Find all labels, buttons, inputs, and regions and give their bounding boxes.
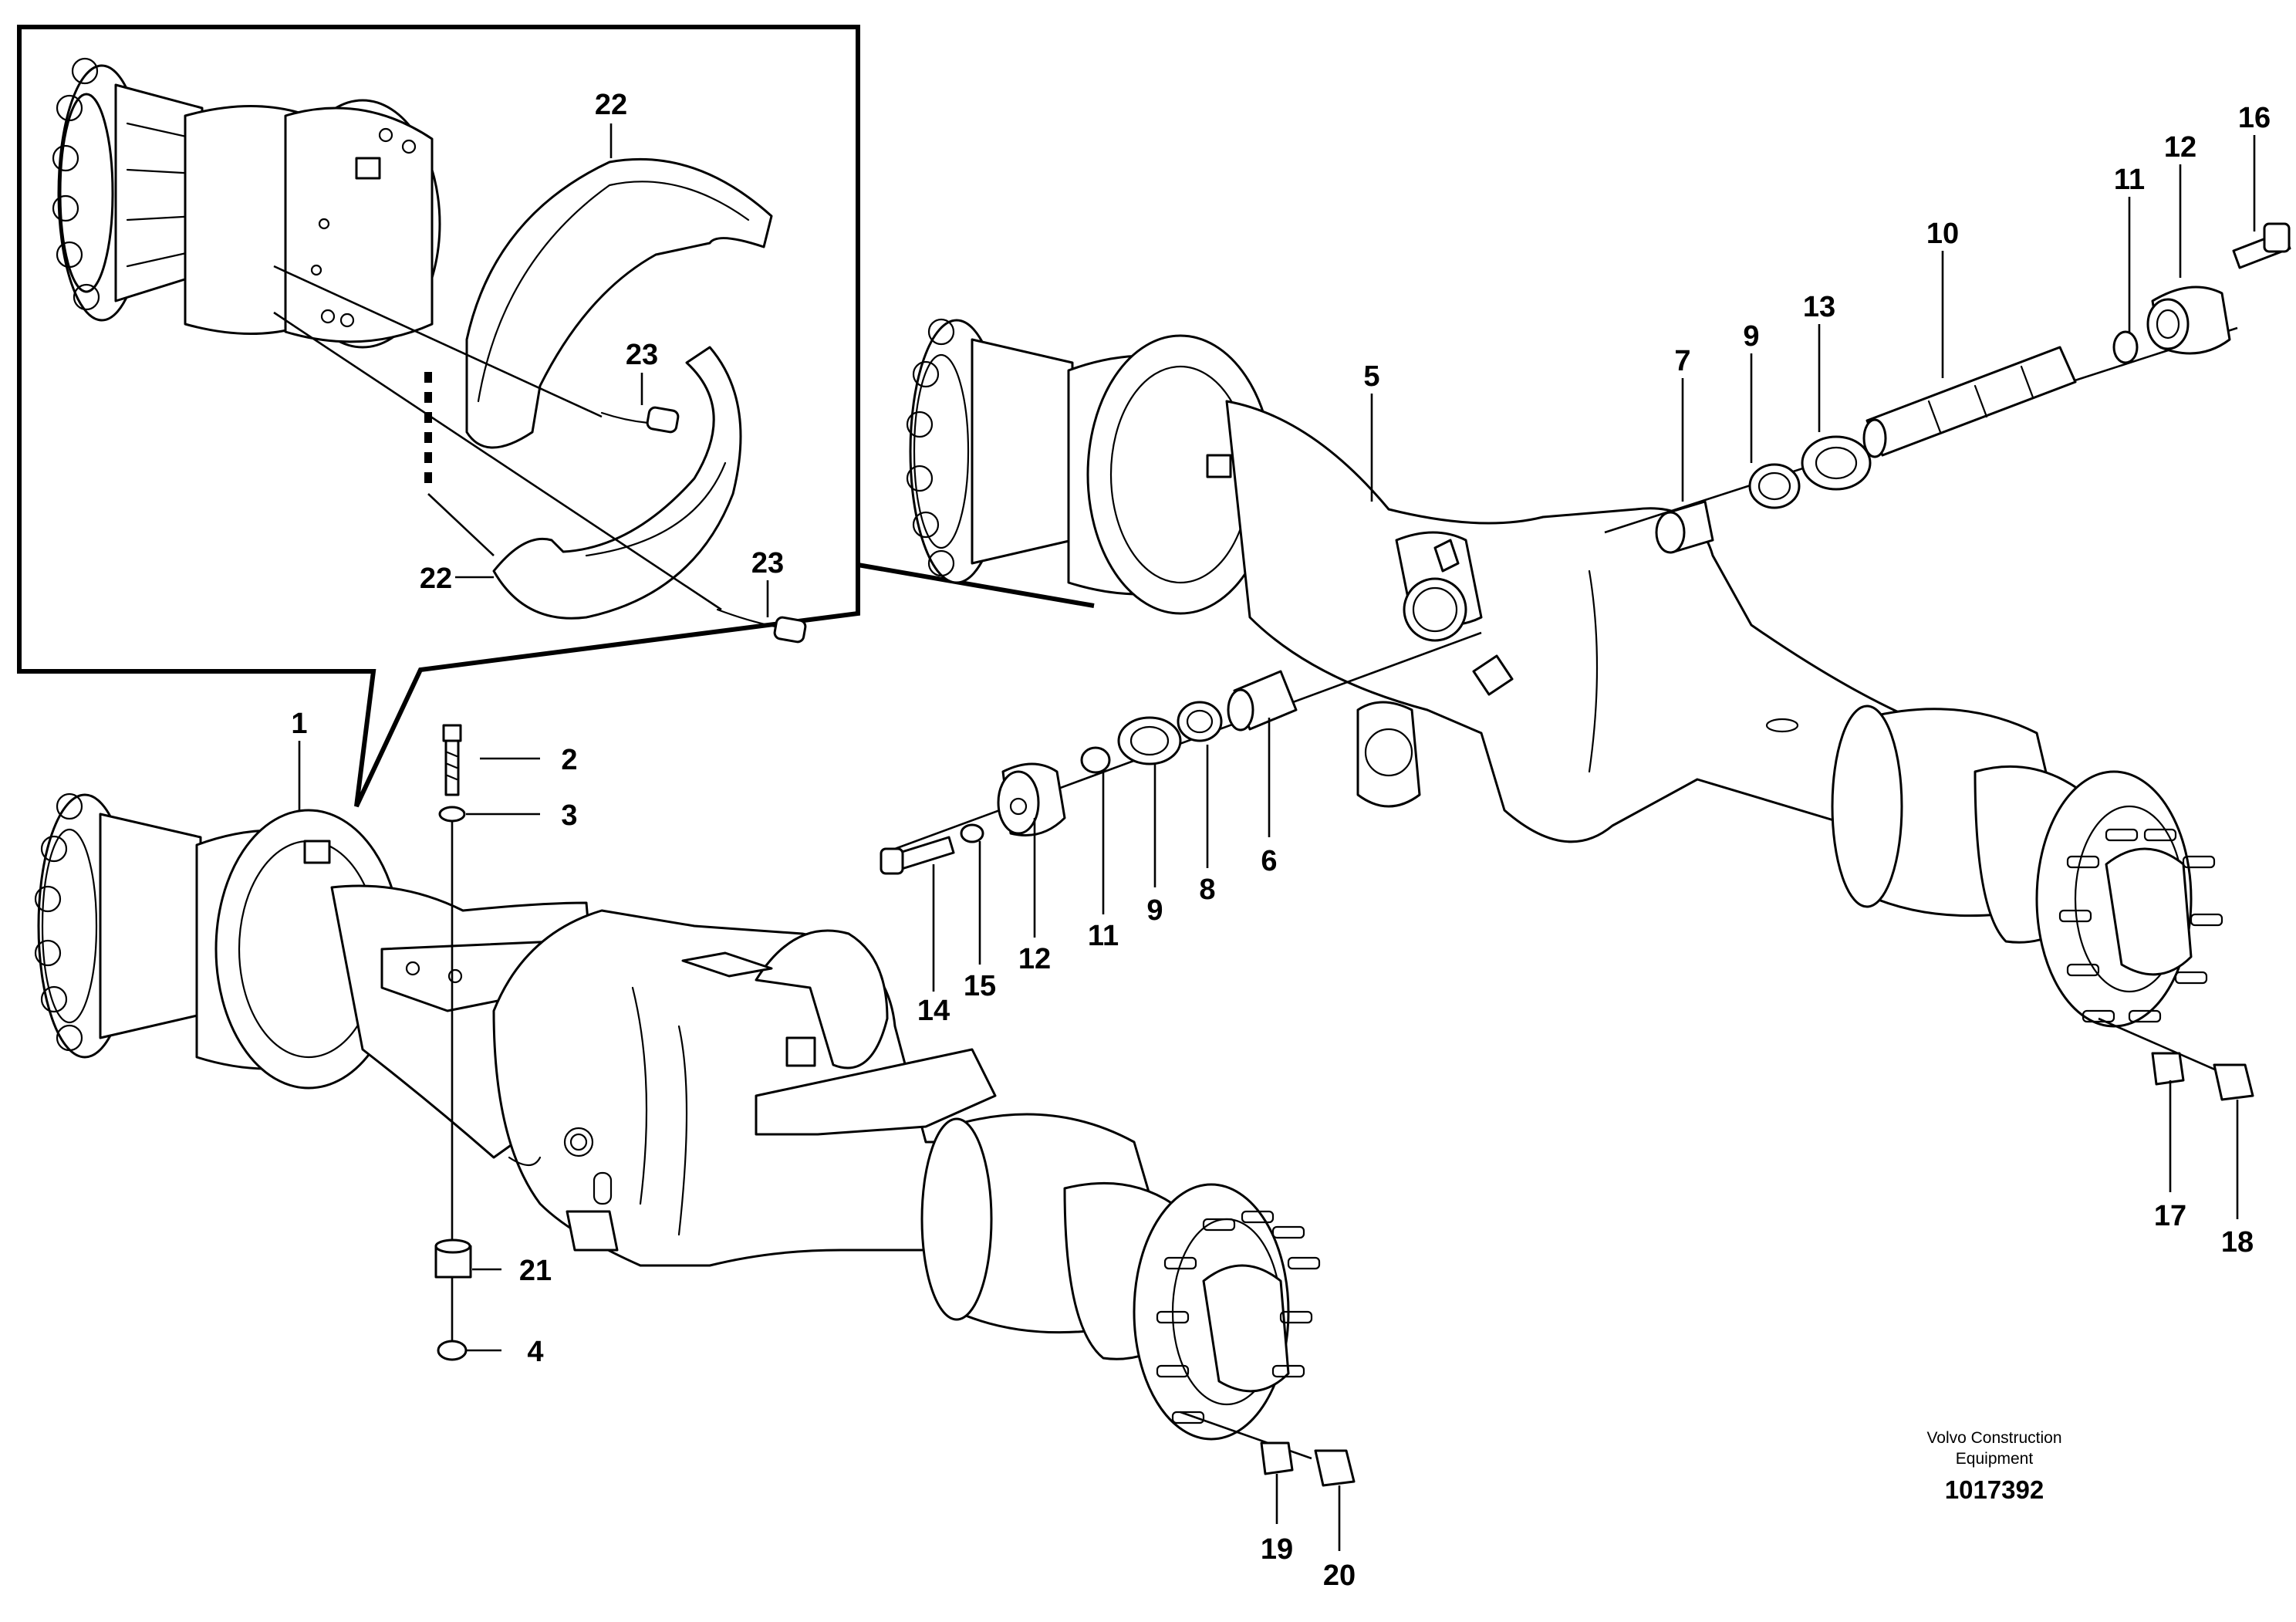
brand-line-2: Equipment bbox=[1956, 1450, 2034, 1468]
fastener-stack-front bbox=[434, 724, 472, 1361]
callout-21: 21 bbox=[519, 1255, 552, 1287]
callout-8: 8 bbox=[1199, 874, 1215, 906]
callout-11-lower: 11 bbox=[1088, 920, 1119, 952]
callout-9-lower: 9 bbox=[1146, 894, 1163, 927]
nut-19-20 bbox=[1180, 1411, 1356, 1487]
pivot-assembly-front bbox=[880, 631, 1482, 875]
wheel-studs-front bbox=[1156, 1210, 1321, 1424]
pivot-assembly-rear bbox=[1604, 222, 2291, 554]
callout-leaders bbox=[298, 123, 2256, 1551]
callout-14: 14 bbox=[917, 995, 950, 1027]
callout-2: 2 bbox=[561, 744, 577, 776]
callout-1: 1 bbox=[291, 708, 307, 740]
wheel-studs-rear bbox=[2058, 828, 2223, 1023]
brake-shield-upper bbox=[465, 157, 773, 449]
callout-23-upper: 23 bbox=[626, 339, 658, 371]
callout-19: 19 bbox=[1261, 1533, 1293, 1566]
callout-22-upper: 22 bbox=[595, 89, 627, 121]
document-number: 1017392 bbox=[1945, 1475, 2044, 1504]
callout-17: 17 bbox=[2154, 1200, 2186, 1232]
callout-5: 5 bbox=[1363, 360, 1379, 393]
inset-detail bbox=[17, 25, 1095, 808]
callout-16: 16 bbox=[2238, 102, 2271, 134]
bolt-23-upper bbox=[600, 406, 680, 434]
inset-frame bbox=[17, 25, 860, 808]
callout-labels: 22 23 22 23 1 2 3 21 4 5 7 9 13 10 11 12… bbox=[291, 89, 2271, 1592]
callout-7: 7 bbox=[1674, 345, 1690, 377]
inset-hub-assembly bbox=[52, 57, 441, 349]
callout-12-lower: 12 bbox=[1018, 943, 1051, 975]
callout-22-lower: 22 bbox=[420, 563, 452, 595]
callout-12-upper: 12 bbox=[2164, 131, 2196, 164]
rear-axle-housing bbox=[906, 318, 2223, 1028]
callout-20: 20 bbox=[1323, 1559, 1356, 1592]
callout-6: 6 bbox=[1261, 845, 1277, 877]
callout-11-upper: 11 bbox=[2114, 164, 2145, 196]
callout-10: 10 bbox=[1926, 218, 1959, 250]
callout-23-lower: 23 bbox=[751, 547, 784, 580]
footer: Volvo Construction Equipment 1017392 bbox=[1926, 1429, 2061, 1504]
callout-4: 4 bbox=[527, 1336, 543, 1368]
callout-15: 15 bbox=[964, 970, 996, 1002]
brake-shield-lower bbox=[492, 346, 742, 620]
callout-13: 13 bbox=[1803, 291, 1835, 323]
nut-17-18 bbox=[2098, 1017, 2254, 1101]
bolt-23-lower bbox=[716, 608, 807, 644]
callout-3: 3 bbox=[561, 799, 577, 832]
callout-18: 18 bbox=[2221, 1226, 2254, 1259]
callout-9-upper: 9 bbox=[1743, 320, 1759, 353]
front-axle-housing bbox=[34, 792, 1321, 1441]
brand-line-1: Volvo Construction bbox=[1926, 1429, 2061, 1447]
inset-connector bbox=[856, 562, 1095, 613]
